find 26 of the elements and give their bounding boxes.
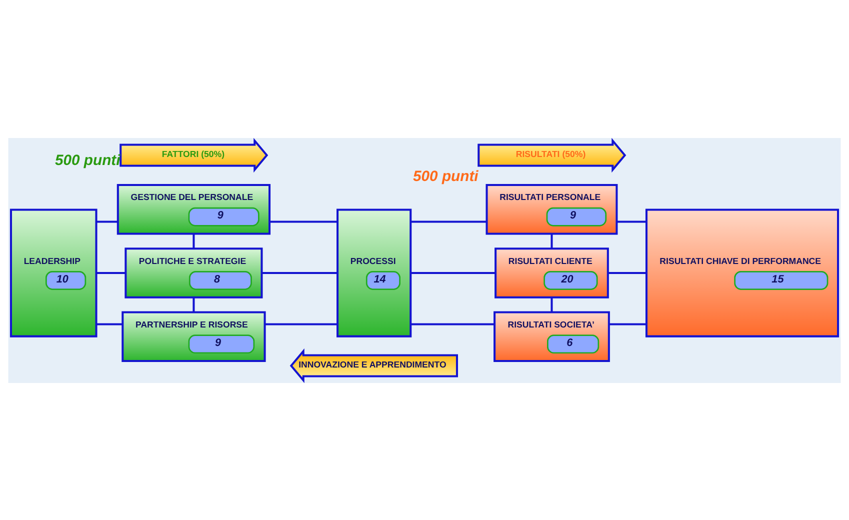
node-box: RISULTATI CHIAVE DI PERFORMANCE 15: [645, 208, 840, 337]
node-box: POLITICHE E STRATEGIE 8: [124, 247, 263, 298]
connector: [192, 233, 195, 248]
connector: [96, 220, 118, 222]
node-box: RISULTATI PERSONALE 9: [486, 184, 618, 234]
node-box: RISULTATI CLIENTE 20: [494, 247, 609, 298]
connector: [265, 322, 338, 325]
connector: [410, 272, 496, 274]
connector: [608, 272, 646, 274]
connector: [192, 296, 195, 312]
connector: [96, 272, 126, 274]
connector: [96, 322, 122, 325]
node-box: RISULTATI SOCIETA’ 6: [494, 310, 610, 362]
node-box: LEADERSHIP 10: [10, 208, 98, 337]
node-box: PARTNERSHIP E RISORSE 9: [122, 310, 266, 362]
connector: [550, 296, 553, 312]
connector: [270, 220, 338, 222]
connector: [410, 322, 494, 325]
connector: [410, 220, 487, 222]
connector: [609, 322, 646, 325]
connector: [550, 233, 553, 248]
node-label: 500 punti: [412, 168, 478, 185]
node-box: GESTIONE DEL PERSONALE 9: [116, 184, 271, 234]
node-box: PROCESSI 14: [336, 208, 412, 337]
connector: [616, 220, 646, 222]
connector: [262, 272, 338, 274]
